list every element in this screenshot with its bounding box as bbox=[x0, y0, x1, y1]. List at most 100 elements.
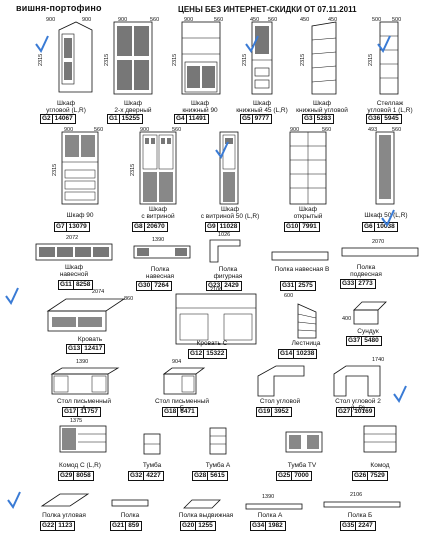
desk-a-drawing bbox=[50, 367, 120, 395]
g28-name: Тумба А bbox=[205, 462, 231, 469]
g20-name: Полка выдвижная bbox=[178, 512, 234, 519]
g2-dim-d: 900 bbox=[82, 17, 92, 23]
g8-dim-w: 900 bbox=[140, 127, 150, 133]
g27-dim-w: 1740 bbox=[372, 357, 385, 363]
g6-dim-d: 560 bbox=[392, 127, 402, 133]
wardrobe-open-drawing bbox=[289, 131, 327, 205]
g12-dim-w: 2106 bbox=[210, 287, 223, 293]
g2-dim-w: 900 bbox=[46, 17, 56, 23]
corner-shelf-drawing bbox=[40, 493, 90, 507]
g3-dim-w: 450 bbox=[300, 17, 310, 23]
g5-dim-d: 560 bbox=[268, 17, 278, 23]
shelving-corner-drawing bbox=[379, 21, 399, 95]
g14-dim-w: 600 bbox=[284, 293, 294, 299]
price-list-title: ЦЕНЫ БЕЗ ИНТЕРНЕТ-СКИДКИ ОТ 07.11.2011 bbox=[178, 5, 357, 14]
g4-dim-d: 560 bbox=[214, 17, 224, 23]
g25-name: Тумба TV bbox=[287, 462, 317, 469]
wardrobe-90-drawing bbox=[61, 131, 99, 205]
hanging-shelf-drawing bbox=[133, 245, 191, 259]
g7-dim-d: 560 bbox=[94, 127, 104, 133]
g9-name: Шкаф с витриной 50 (L,R) bbox=[200, 206, 260, 220]
check-mark-icon bbox=[215, 141, 229, 159]
wardrobe-corner-drawing bbox=[58, 21, 93, 93]
g36-dim-d: 500 bbox=[392, 17, 402, 23]
g31-name: Полка навесная В bbox=[274, 266, 330, 273]
g6-name: Шкаф 50 (L,R) bbox=[364, 212, 408, 219]
g4-dim-w: 900 bbox=[184, 17, 194, 23]
g17-name: Стол письменный А bbox=[56, 398, 112, 412]
g4-dim-h: 2315 bbox=[172, 53, 178, 66]
g3-dim-h: 2315 bbox=[300, 53, 306, 66]
g18-name: Стол письменный Б bbox=[154, 398, 210, 412]
g8-dim-d: 560 bbox=[172, 127, 182, 133]
g2-dim-h: 2315 bbox=[38, 53, 44, 66]
wall-shelf-b-drawing bbox=[271, 251, 329, 261]
g10-dim-w: 900 bbox=[290, 127, 300, 133]
g14-name: Лестница bbox=[291, 340, 321, 347]
g35-dim-w: 2106 bbox=[350, 492, 363, 498]
g23-dim-w: 1026 bbox=[218, 232, 231, 238]
g34-dim-w: 1390 bbox=[262, 494, 275, 500]
g30-dim-w: 1390 bbox=[152, 237, 165, 243]
check-mark-icon bbox=[377, 35, 391, 53]
g11-name: Шкаф навесной bbox=[59, 264, 89, 278]
g19-name: Стол угловой bbox=[259, 398, 301, 405]
bookcase-90-drawing bbox=[181, 21, 221, 95]
wardrobe-vitrine-drawing bbox=[139, 131, 177, 205]
g2-name: Шкаф угловой (L,R) bbox=[46, 100, 86, 114]
g1-dim-d: 560 bbox=[150, 17, 160, 23]
g5-dim-h: 2315 bbox=[242, 53, 248, 66]
g5-name: Шкаф книжный 45 (L,R) bbox=[236, 100, 288, 114]
g12-name: Кровать С bbox=[196, 340, 228, 347]
loft-bed-drawing bbox=[175, 293, 257, 345]
desk-b-drawing bbox=[162, 367, 206, 395]
g29-dim-w: 1375 bbox=[70, 418, 83, 424]
check-mark-icon bbox=[381, 209, 395, 227]
pullout-shelf-drawing bbox=[183, 499, 221, 509]
hanging-shelf-2-drawing bbox=[341, 247, 419, 257]
g34-name: Полка А bbox=[257, 512, 283, 519]
bookcase-corner-drawing bbox=[311, 21, 337, 95]
g8-name: Шкаф с витриной bbox=[141, 206, 175, 220]
check-mark-icon bbox=[7, 491, 21, 509]
g10-dim-d: 560 bbox=[322, 127, 332, 133]
g32-name: Тумба bbox=[142, 462, 162, 469]
g4-name: Шкаф книжный 90 bbox=[182, 100, 218, 114]
g11-dim-w: 2072 bbox=[66, 235, 79, 241]
g37-name: Сундук bbox=[357, 328, 379, 335]
g35-name: Полка Б bbox=[347, 512, 373, 519]
bed-drawing bbox=[46, 298, 126, 332]
g21-name: Полка bbox=[120, 512, 140, 519]
g29-name: Комод С (L,R) bbox=[59, 462, 101, 469]
g36-dim-h: 2315 bbox=[368, 53, 374, 66]
wardrobe-50-drawing bbox=[375, 131, 395, 205]
g7-dim-h: 2315 bbox=[52, 163, 58, 176]
g1-name: Шкаф 2-х дверный bbox=[114, 100, 152, 114]
shelf-drawing bbox=[111, 499, 149, 507]
bookcase-45-drawing bbox=[251, 21, 273, 95]
g8-dim-h: 2315 bbox=[130, 163, 136, 176]
